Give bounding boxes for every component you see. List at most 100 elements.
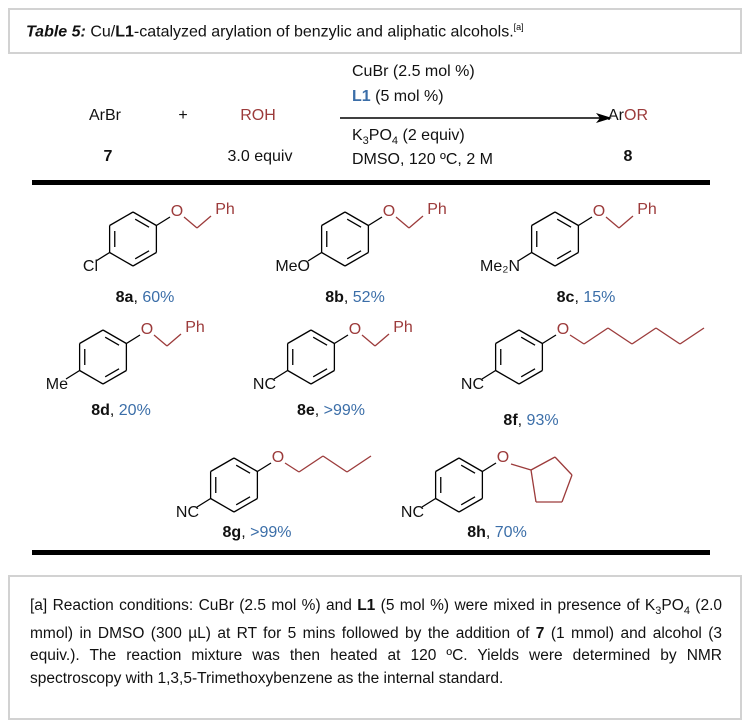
benzene-ring-bond	[344, 211, 369, 227]
cyclopentane-ring	[561, 474, 573, 503]
benzyl-ch2-bond	[408, 215, 424, 229]
oxygen-label: O	[348, 321, 362, 338]
benzene-ring-bond	[310, 369, 335, 385]
benzene-ring-bond	[132, 251, 157, 267]
benzene-ring-bond	[102, 329, 127, 345]
table-title: Table 5: Cu/L1-catalyzed arylation of be…	[26, 22, 524, 41]
product-ar: Ar	[608, 107, 624, 124]
compound-id: 8f	[503, 412, 518, 429]
product-aror: ArOR	[608, 108, 648, 124]
double-bond	[134, 218, 150, 228]
base-sub: 4	[391, 135, 399, 148]
hexyl-chain	[569, 334, 585, 345]
top-rule	[32, 180, 710, 185]
substituent-label: NC	[400, 504, 424, 521]
benzene-ring-bond	[102, 369, 127, 385]
double-bond	[312, 368, 328, 378]
double-bond	[134, 250, 150, 260]
benzene-ring-bond	[458, 497, 483, 513]
fn-ligand: L1	[357, 597, 376, 614]
aryl-o-bond	[334, 334, 349, 345]
substituent-bond	[95, 251, 110, 262]
phenyl-label: Ph	[393, 319, 413, 336]
benzene-ring-bond	[287, 329, 312, 345]
compound-caption: 8e, >99%	[296, 402, 366, 419]
fn-text: (5 mol %) were mixed in presence of K	[375, 597, 656, 614]
benzene-ring-bond	[310, 329, 335, 345]
base-amount: (2 equiv)	[398, 127, 465, 144]
compound-id: 8c	[556, 289, 575, 306]
double-bond	[460, 464, 476, 474]
benzene-ring-bond	[132, 211, 157, 227]
benzene-ring-bond	[233, 457, 258, 473]
substituent-bond	[307, 251, 322, 262]
benzene-ring-bond	[287, 369, 312, 385]
oxygen-label: O	[382, 203, 396, 220]
arrow-head-icon	[596, 113, 612, 123]
cyclopentane-ring	[530, 456, 556, 471]
condition-catalyst: CuBr (2.5 mol %)	[352, 63, 475, 80]
product-or: OR	[624, 107, 648, 124]
fn-compound: 7	[535, 624, 545, 642]
substituent-label: MeO	[275, 258, 310, 275]
benzene-ring-bond	[531, 211, 556, 227]
condition-base: K3PO4 (2 equiv)	[352, 128, 465, 147]
benzene-ring-bond	[321, 211, 346, 227]
substituent-label: NC	[252, 376, 276, 393]
compound-caption: 8h, 70%	[467, 524, 527, 541]
oxygen-label: O	[496, 449, 510, 466]
title-ligand: L1	[115, 23, 134, 41]
compound-id: 8g	[222, 524, 242, 541]
reactant-arbr: ArBr	[89, 107, 121, 124]
hexyl-chain	[679, 327, 705, 345]
substituent-label: Me₂N	[480, 258, 520, 275]
double-bond	[346, 218, 362, 228]
compound-caption: 8b, 52%	[325, 289, 385, 306]
benzyl-ch2-bond	[395, 216, 410, 229]
substituent-bond	[196, 497, 211, 508]
benzyl-ch2-bond	[196, 215, 212, 229]
oxygen-label: O	[140, 321, 154, 338]
compound-yield: 70%	[494, 524, 527, 541]
footnote-ref: [a]	[513, 22, 524, 32]
hexyl-chain	[631, 327, 657, 345]
benzene-ring-bond	[495, 329, 520, 345]
butyl-chain	[298, 455, 324, 473]
fn-text: (1 mmol) and alcohol (3 equiv.). The rea…	[30, 624, 723, 687]
compound-caption: 8d, 20%	[91, 402, 151, 419]
double-bond	[520, 336, 536, 346]
benzene-ring-bond	[109, 211, 134, 227]
oxygen-label: O	[556, 321, 570, 338]
title-text: Cu/	[85, 23, 116, 41]
benzene-ring-bond	[321, 251, 346, 267]
butyl-chain	[284, 462, 300, 473]
condition-solvent: DMSO, 120 ºC, 2 M	[352, 151, 493, 168]
benzene-ring-bond	[435, 497, 460, 513]
hexyl-chain	[583, 327, 609, 345]
aryl-o-bond	[156, 216, 171, 227]
hexyl-chain	[607, 327, 633, 345]
title-text-rest: -catalyzed arylation of benzylic and ali…	[133, 23, 514, 41]
aryl-o-bond	[257, 462, 272, 473]
benzene-ring-bond	[210, 457, 235, 473]
o-cyclopentyl-bond	[510, 463, 532, 471]
fn-text: [a] Reaction conditions: CuBr (2.5 mol %…	[30, 597, 358, 614]
butyl-chain	[322, 455, 348, 473]
base-po: PO	[368, 127, 392, 144]
substituent-bond	[421, 497, 436, 508]
double-bond	[104, 368, 120, 378]
compound-yield: 60%	[142, 289, 175, 306]
phenyl-label: Ph	[637, 201, 657, 218]
substituent-bond	[273, 369, 288, 380]
compound-yield: >99%	[250, 524, 292, 541]
substituent-bond	[481, 369, 496, 380]
bottom-rule	[32, 550, 710, 555]
reactant-amount: 3.0 equiv	[227, 148, 293, 165]
compound-yield: 15%	[583, 289, 616, 306]
reactant-id: 7	[103, 148, 113, 165]
fn-sub: 3	[655, 605, 662, 618]
benzyl-ch2-bond	[618, 215, 634, 229]
base-k: K	[352, 127, 363, 144]
substituent-label: Me	[45, 376, 68, 393]
product-id: 8	[623, 148, 633, 165]
